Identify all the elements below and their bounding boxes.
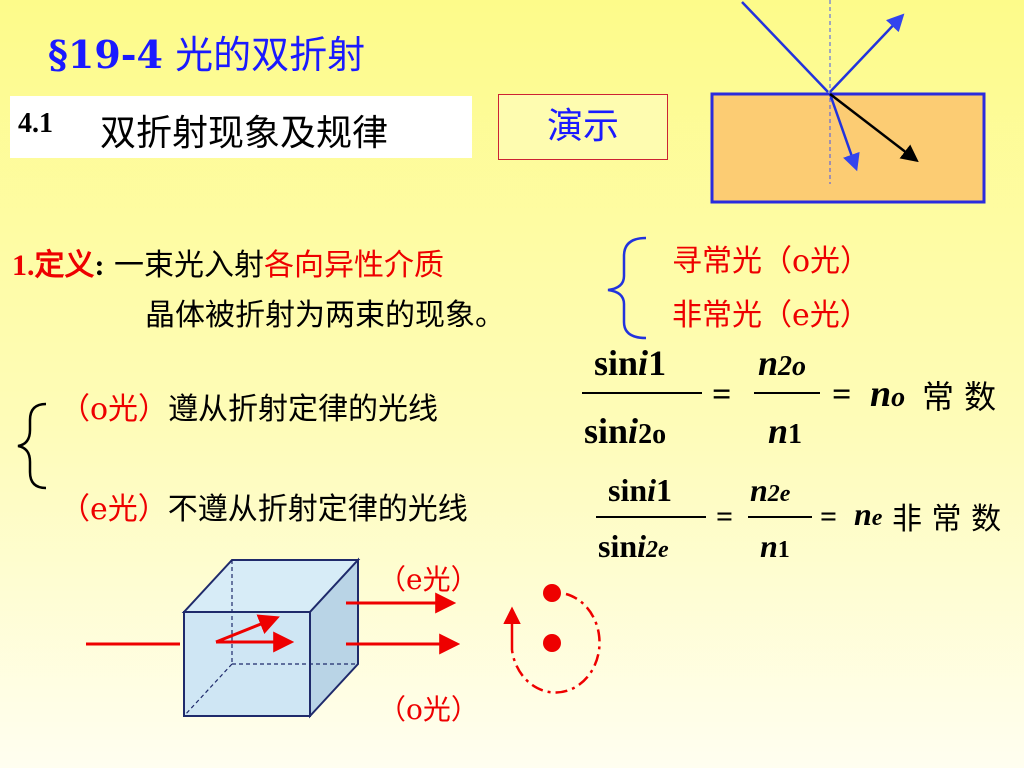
law-o-tag: （o光） bbox=[60, 392, 169, 427]
law-e-light: （e光）不遵从折射定律的光线 bbox=[60, 484, 468, 528]
formula-e-numerator-right: n2e bbox=[750, 472, 791, 508]
o-spot bbox=[543, 634, 561, 652]
definition-line-1: 1.定义: 一束光入射各向异性介质 bbox=[12, 240, 444, 284]
formula-e-nonconstant: 非 常 数 bbox=[892, 502, 1002, 537]
definition-colon: : bbox=[94, 249, 105, 282]
refracted-ray-e bbox=[829, 93, 919, 163]
law-o-light: （o光）遵从折射定律的光线 bbox=[60, 384, 438, 428]
definition-line-2: 晶体被折射为两束的现象。 bbox=[145, 298, 505, 333]
incident-ray bbox=[741, 1, 829, 93]
formula-e-result: ne bbox=[854, 496, 883, 532]
formula-o-equals-1: = bbox=[712, 376, 732, 413]
refracted-ray-o bbox=[828, 93, 860, 172]
section-title: 光的双折射 bbox=[175, 33, 366, 77]
definition-prefix: 一束光入射 bbox=[104, 248, 265, 283]
formula-o-denominator-right: n1 bbox=[768, 411, 803, 451]
formula-e-numerator-left: sini1 bbox=[608, 472, 673, 508]
formula-o-result: no bbox=[870, 373, 906, 415]
reflected-ray bbox=[829, 13, 905, 93]
definition-brace bbox=[607, 236, 647, 340]
law-o-text: 遵从折射定律的光线 bbox=[168, 392, 439, 427]
definition-label: 1.定义 bbox=[12, 249, 95, 282]
formula-o-denominator-left: sini2o bbox=[584, 411, 667, 451]
formula-e-denominator-left: sini2e bbox=[598, 528, 669, 564]
formula-o-numerator-left: sini1 bbox=[594, 343, 667, 383]
formula-o-numerator-right: n2o bbox=[758, 343, 807, 383]
formula-e-equals-2: = bbox=[820, 500, 838, 533]
page-title: §19-4 光的双折射 bbox=[48, 24, 365, 79]
crystal-e-light-label: （e光） bbox=[378, 563, 479, 596]
internal-e-ray bbox=[215, 614, 280, 644]
rotation-circle bbox=[510, 592, 601, 694]
formula-e-denominator-right: n1 bbox=[760, 528, 790, 564]
subtitle-text: 双折射现象及规律 bbox=[100, 113, 389, 154]
law-e-tag: （e光） bbox=[60, 492, 168, 527]
laws-brace bbox=[17, 402, 47, 490]
ordinary-light-label: 寻常光（o光） bbox=[672, 244, 871, 279]
subtitle-number: 4.1 bbox=[18, 108, 53, 139]
e-spot bbox=[543, 584, 561, 602]
formula-o-constant: 常 数 bbox=[922, 378, 997, 416]
law-e-text: 不遵从折射定律的光线 bbox=[167, 492, 468, 527]
subtitle-box bbox=[10, 96, 472, 158]
formula-o-equals-2: = bbox=[832, 376, 852, 413]
formula-e-equals-1: = bbox=[716, 500, 734, 533]
section-number: §19-4 bbox=[48, 32, 163, 77]
cube-hidden-edge-2 bbox=[183, 663, 233, 717]
demo-button[interactable]: 演示 bbox=[498, 94, 668, 160]
extraordinary-light-label: 非常光（e光） bbox=[672, 298, 870, 333]
definition-highlight: 各向异性介质 bbox=[264, 248, 445, 283]
crystal-o-light-label: （o光） bbox=[378, 693, 479, 726]
